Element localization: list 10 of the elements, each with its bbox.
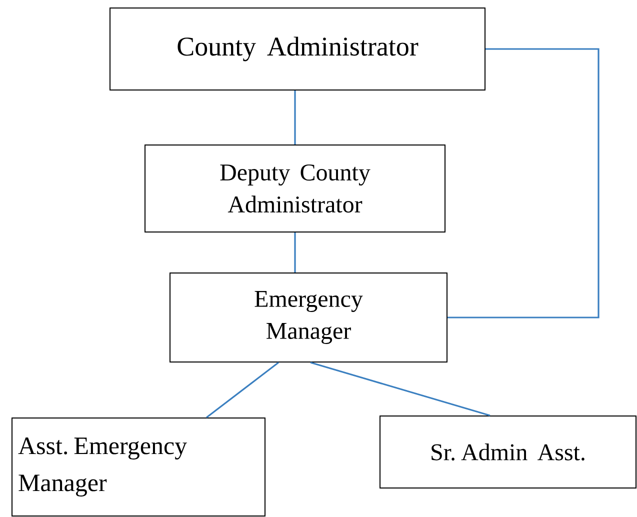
org-box: Asst. Emergency Manager xyxy=(12,418,266,516)
org-box: Deputy County Administrator xyxy=(144,144,446,232)
connector-line xyxy=(206,362,279,418)
connector-line xyxy=(310,362,490,416)
org-box: County Administrator xyxy=(110,8,486,90)
org-box: Sr. Admin Asst. xyxy=(380,416,636,488)
connector-line xyxy=(448,48,600,318)
org-box: Emergency Manager xyxy=(170,272,448,362)
connector-line xyxy=(294,232,296,272)
connector-line xyxy=(294,90,296,144)
